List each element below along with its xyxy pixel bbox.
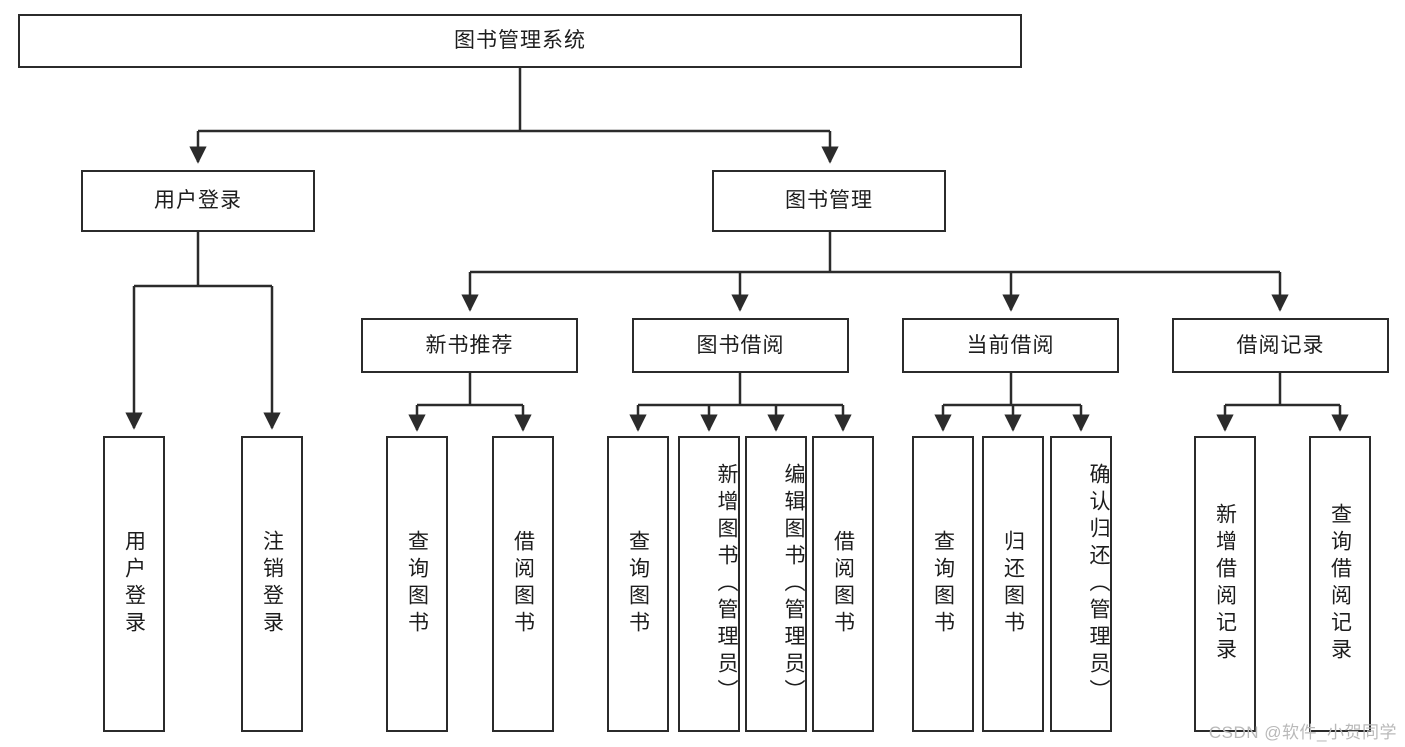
node-new-book-recommend-label: 新书推荐 — [425, 333, 514, 357]
leaf-label: 用户登录 — [122, 530, 146, 638]
leaf-label: 查询图书 — [405, 530, 429, 638]
node-book-management-label: 图书管理 — [785, 189, 873, 213]
leaf-borrow-record-add[interactable]: 新增借阅记录 — [1194, 436, 1256, 732]
leaf-borrow-record-query[interactable]: 查询借阅记录 — [1309, 436, 1371, 732]
leaf-new-book-query[interactable]: 查询图书 — [386, 436, 448, 732]
leaf-book-borrow-edit[interactable]: 编辑图书（管理员） — [745, 436, 807, 732]
node-new-book-recommend[interactable]: 新书推荐 — [361, 318, 578, 373]
node-user-login-label: 用户登录 — [154, 189, 242, 213]
watermark: CSDN @软件_小贺同学 — [1208, 723, 1397, 742]
node-book-management[interactable]: 图书管理 — [712, 170, 946, 232]
leaf-current-borrow-confirm[interactable]: 确认归还（管理员） — [1050, 436, 1112, 732]
leaf-label: 确认归还（管理员） — [1087, 462, 1110, 706]
leaf-label: 新增借阅记录 — [1213, 503, 1237, 665]
leaf-label: 归还图书 — [1001, 530, 1025, 638]
leaf-label: 注销登录 — [260, 530, 284, 638]
leaf-label: 借阅图书 — [511, 530, 535, 638]
leaf-current-borrow-return[interactable]: 归还图书 — [982, 436, 1044, 732]
node-book-borrow[interactable]: 图书借阅 — [632, 318, 849, 373]
node-borrow-record[interactable]: 借阅记录 — [1172, 318, 1389, 373]
leaf-label: 查询借阅记录 — [1328, 503, 1352, 665]
leaf-book-borrow-add[interactable]: 新增图书（管理员） — [678, 436, 740, 732]
leaf-user-login-login[interactable]: 用户登录 — [103, 436, 165, 732]
node-current-borrow-label: 当前借阅 — [966, 333, 1055, 357]
leaf-label: 编辑图书（管理员） — [782, 462, 805, 706]
leaf-user-login-logout[interactable]: 注销登录 — [241, 436, 303, 732]
node-borrow-record-label: 借阅记录 — [1236, 333, 1325, 357]
node-current-borrow[interactable]: 当前借阅 — [902, 318, 1119, 373]
leaf-book-borrow-query[interactable]: 查询图书 — [607, 436, 669, 732]
leaf-label: 查询图书 — [931, 530, 955, 638]
node-root[interactable]: 图书管理系统 — [18, 14, 1022, 68]
leaf-new-book-borrow[interactable]: 借阅图书 — [492, 436, 554, 732]
leaf-label: 借阅图书 — [831, 530, 855, 638]
leaf-label: 新增图书（管理员） — [715, 462, 738, 706]
node-user-login[interactable]: 用户登录 — [81, 170, 315, 232]
node-root-label: 图书管理系统 — [454, 29, 586, 53]
leaf-label: 查询图书 — [626, 530, 650, 638]
node-book-borrow-label: 图书借阅 — [696, 333, 785, 357]
leaf-current-borrow-query[interactable]: 查询图书 — [912, 436, 974, 732]
leaf-book-borrow-borrow[interactable]: 借阅图书 — [812, 436, 874, 732]
